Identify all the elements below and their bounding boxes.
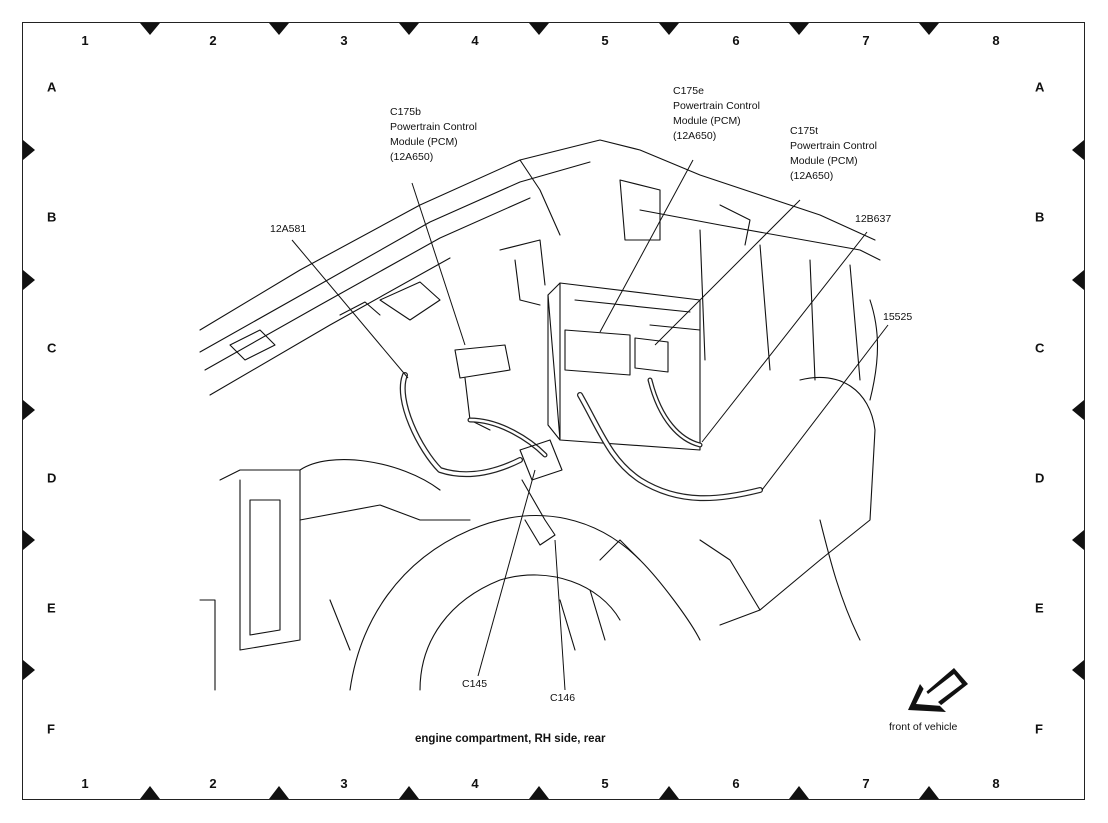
grid-row-label: B <box>47 209 57 225</box>
grid-row-label: C <box>1035 340 1045 356</box>
grid-col-label: 7 <box>862 776 870 791</box>
callout-line: Module (PCM) <box>390 136 458 148</box>
grid-col-label: 6 <box>732 776 740 791</box>
callout-15525: 15525 <box>883 311 913 323</box>
callout-line: C175b <box>390 106 421 118</box>
callout-line: (12A650) <box>673 130 717 142</box>
callout-c146: C146 <box>550 692 576 704</box>
callout-line: (12A650) <box>790 170 834 182</box>
grid-col-label: 2 <box>209 33 217 48</box>
callout-12a581: 12A581 <box>270 223 307 235</box>
callout-line: Powertrain Control <box>673 100 760 112</box>
grid-row-label: B <box>1035 209 1045 225</box>
grid-row-label: A <box>47 79 57 95</box>
callout-line: C175t <box>790 125 819 137</box>
grid-col-label: 4 <box>471 776 479 791</box>
grid-row-label: F <box>1035 721 1043 737</box>
grid-row-label: F <box>47 721 55 737</box>
grid-row-label: A <box>1035 79 1045 95</box>
grid-row-label: E <box>1035 600 1044 616</box>
grid-row-label: E <box>47 600 56 616</box>
front-arrow-icon <box>908 668 968 712</box>
front-of-vehicle-label: front of vehicle <box>889 721 958 733</box>
grid-col-label: 5 <box>601 776 609 791</box>
grid-marker-triangle-icon <box>23 23 1084 799</box>
grid-col-label: 4 <box>471 33 479 48</box>
callout-c175e: C175e Powertrain Control Module (PCM) (1… <box>673 84 760 144</box>
cowl-top-edge <box>199 139 876 331</box>
callout-line: Powertrain Control <box>390 121 477 133</box>
grid-col-label: 2 <box>209 776 217 791</box>
callout-line: Powertrain Control <box>790 140 877 152</box>
pcm-module <box>547 282 701 451</box>
diagram-caption: engine compartment, RH side, rear <box>415 733 606 745</box>
callout-line: C175e <box>673 85 704 97</box>
grid-col-label: 7 <box>862 33 870 48</box>
grid-row-label: D <box>1035 470 1045 486</box>
callout-c145: C145 <box>462 678 488 690</box>
callout-c175t: C175t Powertrain Control Module (PCM) (1… <box>790 124 877 184</box>
callout-line: Module (PCM) <box>673 115 741 127</box>
grid-col-label: 6 <box>732 33 740 48</box>
callout-c175b: C175b Powertrain Control Module (PCM) (1… <box>390 105 477 165</box>
grid-col-label: 8 <box>992 33 1000 48</box>
grid-col-label: 8 <box>992 776 1000 791</box>
callout-line: Module (PCM) <box>790 155 858 167</box>
diagram-frame <box>22 22 1085 800</box>
leader-lines <box>291 159 889 691</box>
grid-col-label: 1 <box>81 33 89 48</box>
grid-col-label: 3 <box>340 33 348 48</box>
grid-col-label: 5 <box>601 33 609 48</box>
grid-col-label: 3 <box>340 776 348 791</box>
grid-col-label: 1 <box>81 776 89 791</box>
callout-12b637: 12B637 <box>855 213 892 225</box>
grid-row-label: C <box>47 340 57 356</box>
callout-line: (12A650) <box>390 151 434 163</box>
grid-row-label: D <box>47 470 57 486</box>
